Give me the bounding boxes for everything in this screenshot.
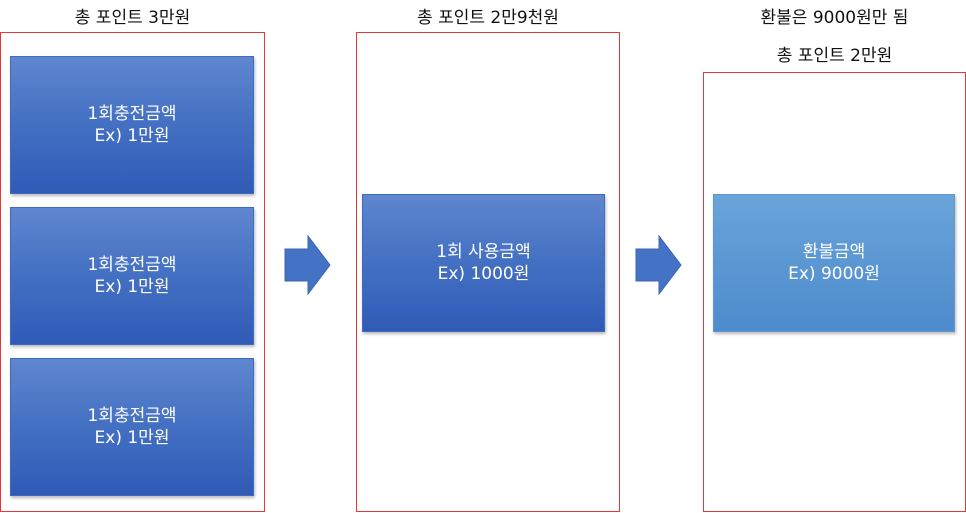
refund-box-label: 환불금액: [802, 242, 866, 262]
charge-box-3: 1회충전금액 Ex) 1만원: [10, 358, 254, 496]
refund-note: 환불은 9000원만 됨: [760, 8, 909, 28]
usage-box: 1회 사용금액 Ex) 1000원: [362, 194, 605, 332]
column-3-title: 총 포인트 2만원: [776, 46, 893, 66]
charge-box-1-label: 1회충전금액: [87, 104, 177, 124]
right-arrow-icon: [284, 235, 331, 295]
charge-box-1: 1회충전금액 Ex) 1만원: [10, 56, 254, 194]
usage-box-example: Ex) 1000원: [437, 264, 530, 284]
refund-box: 환불금액 Ex) 9000원: [713, 194, 955, 332]
charge-box-1-example: Ex) 1만원: [94, 126, 170, 146]
column-2-title: 총 포인트 2만9천원: [417, 8, 559, 28]
charge-box-2-example: Ex) 1만원: [94, 277, 170, 297]
charge-box-2: 1회충전금액 Ex) 1만원: [10, 207, 254, 345]
refund-box-example: Ex) 9000원: [788, 264, 880, 284]
charge-box-2-label: 1회충전금액: [87, 255, 177, 275]
right-arrow-icon: [635, 235, 682, 295]
usage-box-label: 1회 사용금액: [436, 242, 531, 262]
column-1-title: 총 포인트 3만원: [74, 8, 191, 28]
column-2-panel: [356, 32, 620, 512]
column-1-panel: [0, 32, 265, 512]
charge-box-3-example: Ex) 1만원: [94, 428, 170, 448]
charge-box-3-label: 1회충전금액: [87, 406, 177, 426]
